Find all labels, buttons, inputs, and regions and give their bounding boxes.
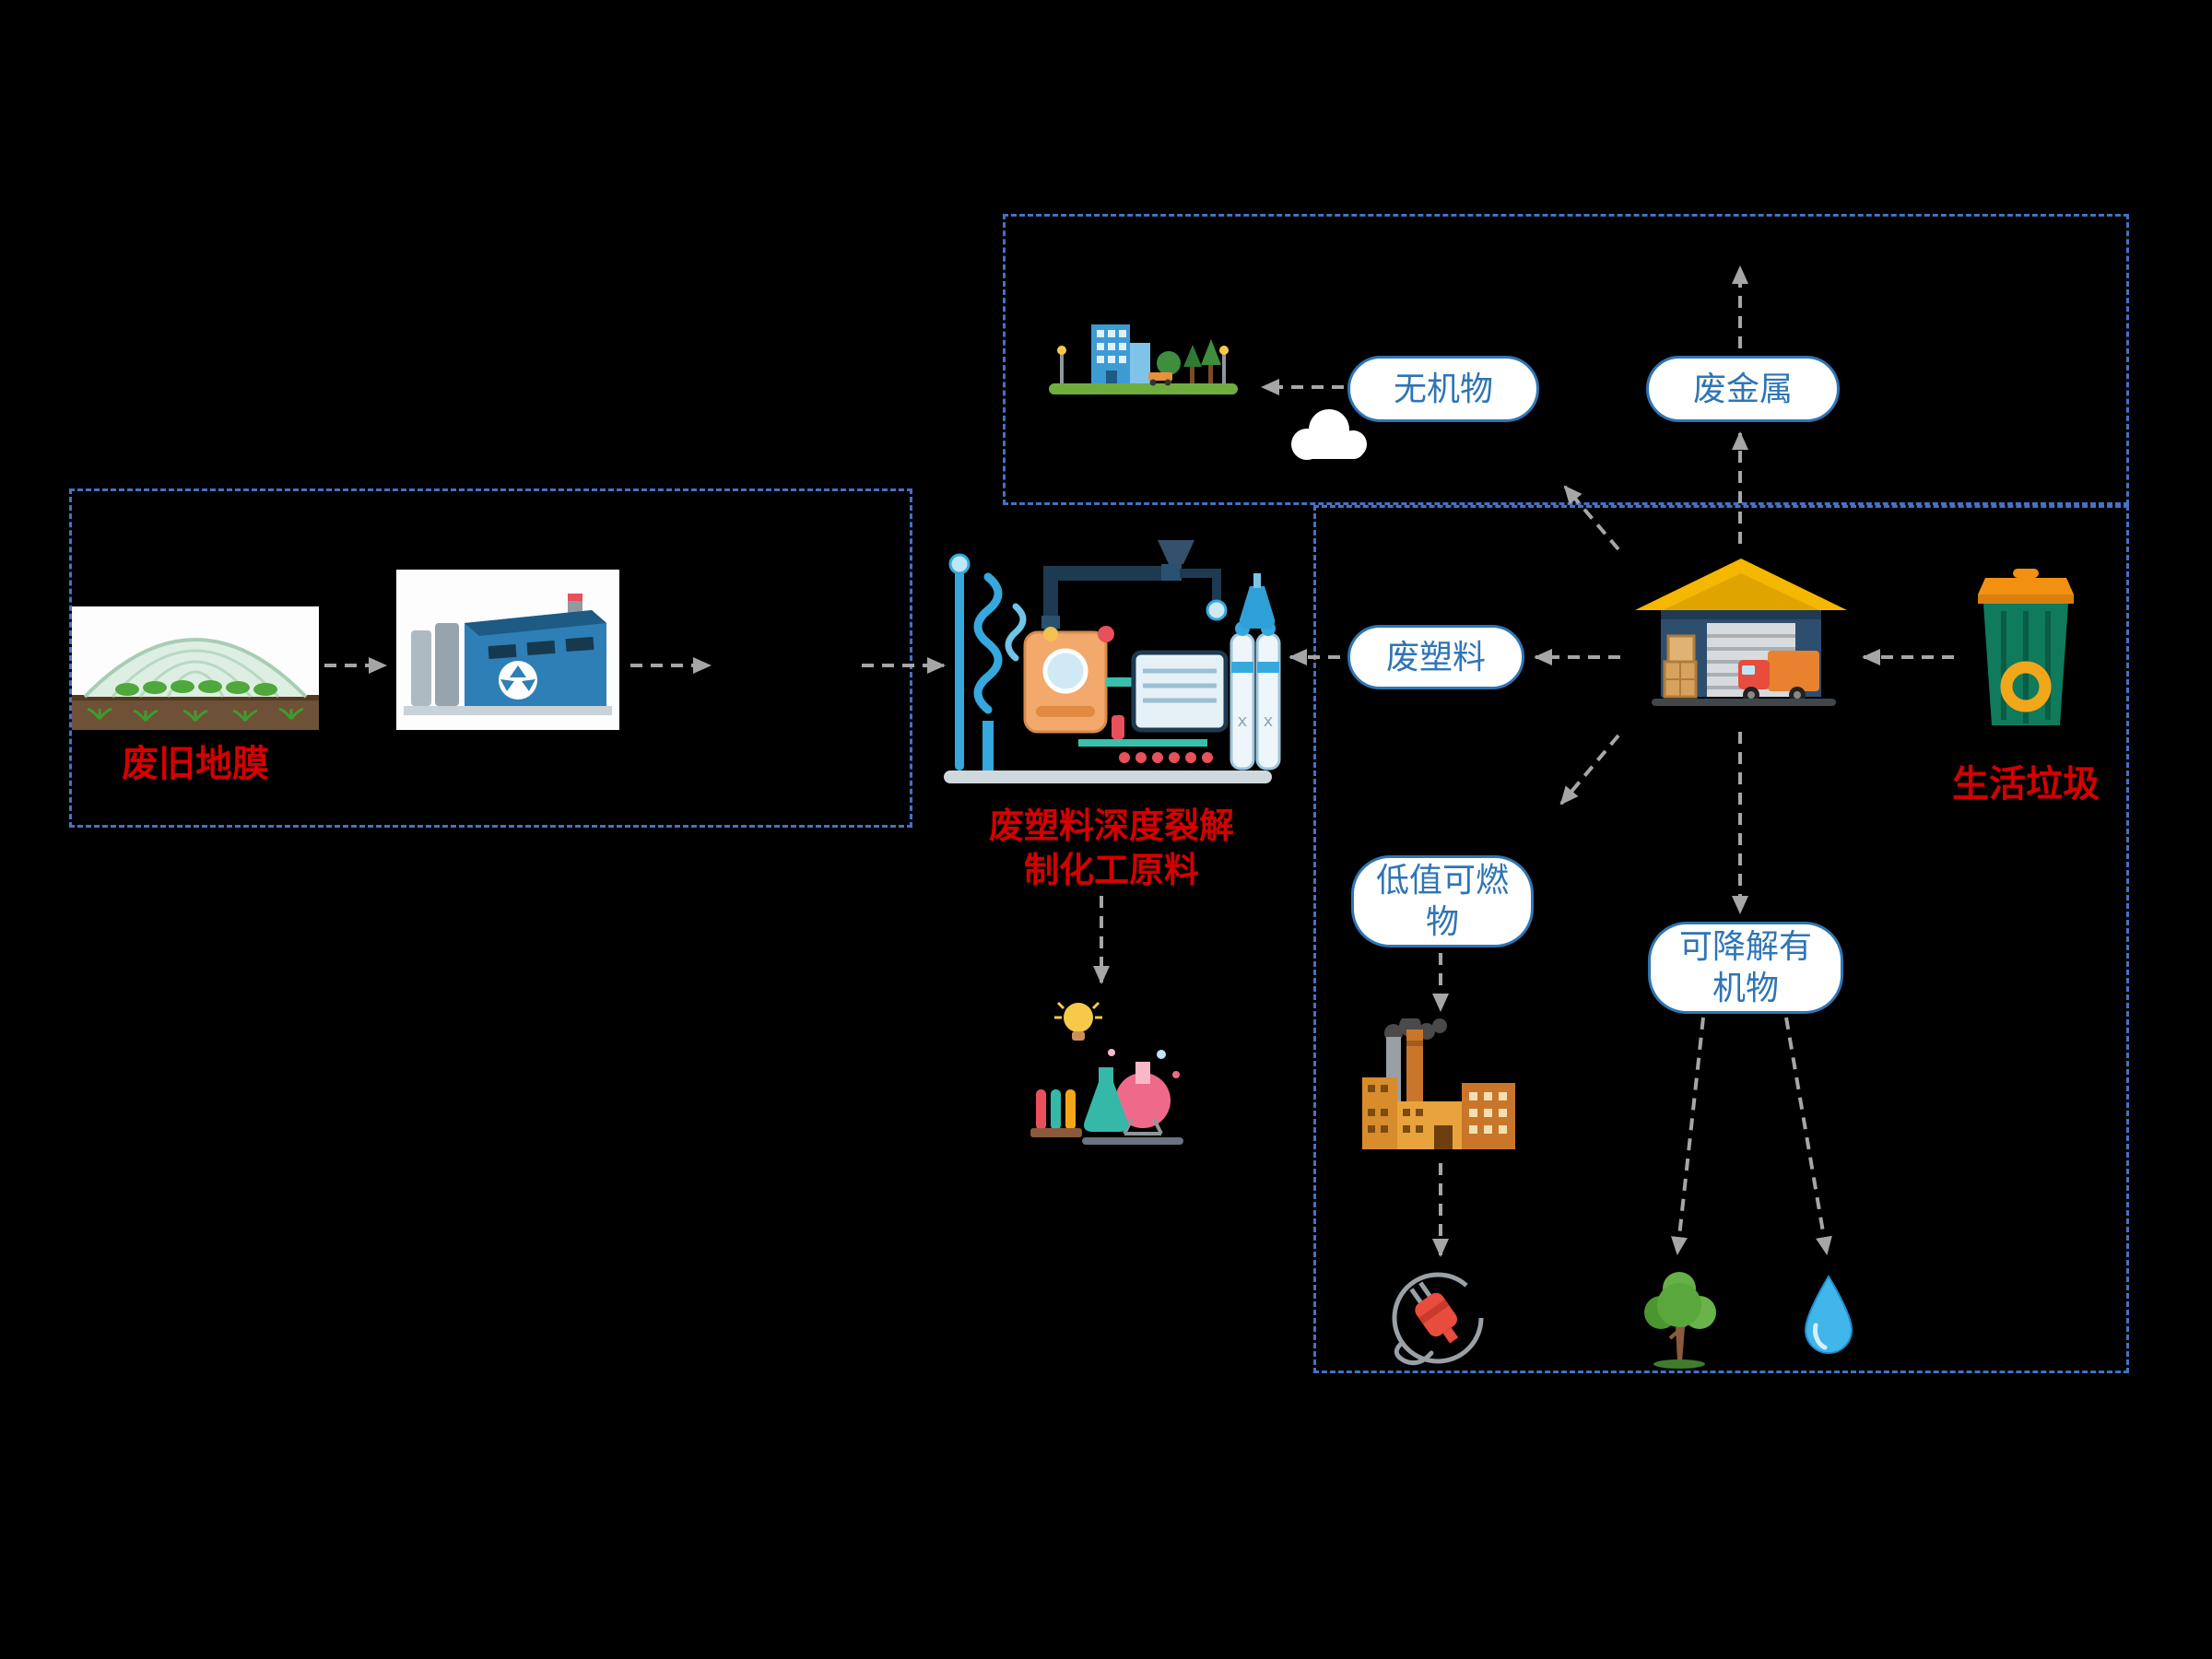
bubble-waste-plastic-label: 废塑料 <box>1385 638 1486 677</box>
bubble-degradable-organic-label: 可降解有机物 <box>1678 928 1812 1007</box>
household-waste-label: 生活垃圾 <box>1952 762 2100 806</box>
trash-bin-icon <box>1961 567 2090 733</box>
water-drop-icon <box>1799 1274 1858 1357</box>
svg-text:x: x <box>1238 712 1248 731</box>
power-plug-icon <box>1381 1265 1491 1373</box>
group-box-sorting <box>1313 505 2129 1373</box>
sorting-warehouse-icon <box>1630 551 1853 722</box>
recycling-factory-icon <box>396 570 619 730</box>
bubble-inorganic: 无机物 <box>1347 356 1539 422</box>
tree-icon <box>1633 1265 1725 1371</box>
bubble-inorganic-label: 无机物 <box>1393 370 1493 408</box>
pyrolysis-caption: 废塑料深度裂解 制化工原料 <box>949 804 1274 891</box>
bubble-degradable-organic: 可降解有机物 <box>1648 922 1843 1014</box>
power-plant-icon <box>1353 1018 1524 1157</box>
city-park-icon <box>1040 302 1247 406</box>
steam-cloud-icon <box>1279 398 1376 470</box>
bubble-waste-metal-label: 废金属 <box>1692 370 1793 408</box>
waste-film-label: 废旧地膜 <box>122 742 269 785</box>
bubble-low-value-combustible-label: 低值可燃物 <box>1375 862 1509 941</box>
bubble-waste-metal: 废金属 <box>1646 356 1840 422</box>
pyrolysis-caption-line1: 废塑料深度裂解 <box>988 805 1234 846</box>
bubble-low-value-combustible: 低值可燃物 <box>1351 855 1534 947</box>
pyrolysis-machine-icon: x x <box>940 524 1283 793</box>
chemical-products-icon <box>1021 994 1201 1152</box>
svg-text:x: x <box>1264 712 1274 731</box>
bubble-waste-plastic: 废塑料 <box>1347 625 1524 689</box>
greenhouse-icon <box>72 606 319 730</box>
group-box-waste-film <box>69 488 912 828</box>
pyrolysis-caption-line2: 制化工原料 <box>1023 848 1199 890</box>
